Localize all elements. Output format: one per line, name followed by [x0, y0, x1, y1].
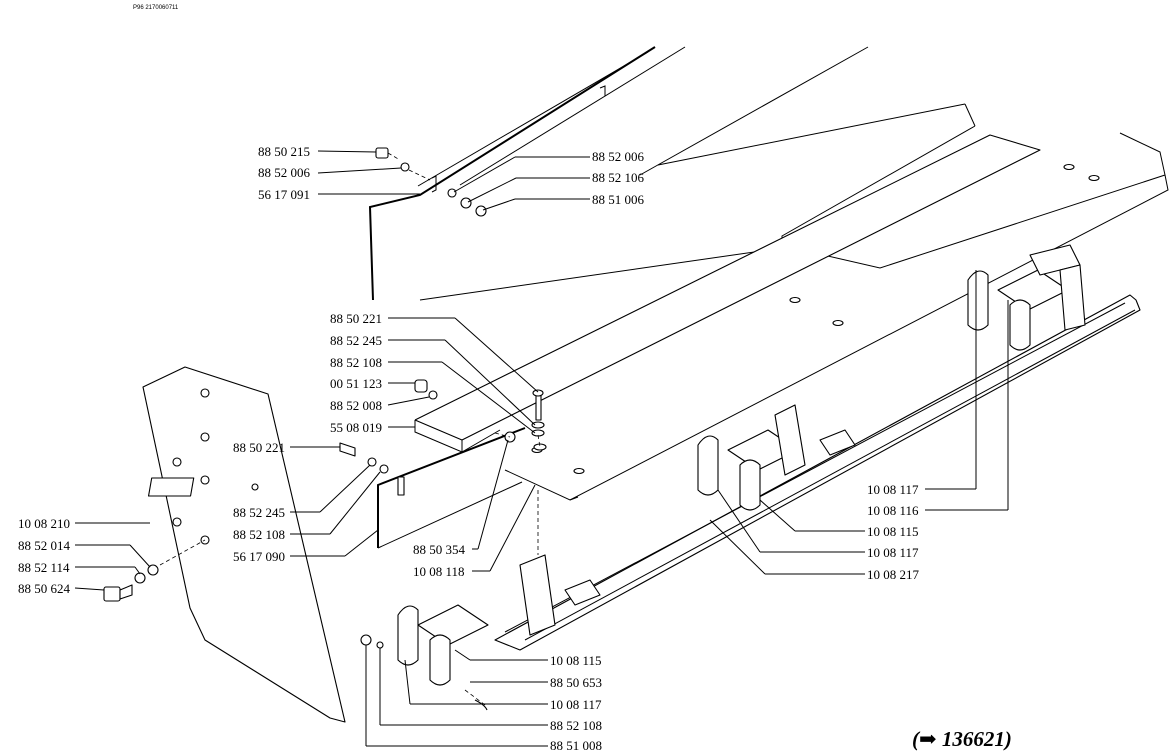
callout-label: 88 52 108	[550, 718, 602, 733]
callout-label: 88 52 108	[330, 355, 382, 370]
callout-labels: 88 50 215 88 52 006 56 17 091 88 52 006 …	[18, 144, 920, 751]
callout-label: 56 17 091	[258, 187, 310, 202]
callout-label: 88 52 008	[330, 398, 382, 413]
channel-profile	[414, 134, 1041, 453]
callout-label: 88 52 106	[592, 170, 645, 185]
callout-label: 88 51 006	[592, 192, 645, 207]
callout-label: 88 52 014	[18, 538, 71, 553]
callout-label: 88 51 008	[550, 738, 602, 751]
callout-label: 88 50 653	[550, 675, 602, 690]
skid-rail	[494, 294, 1141, 651]
clamp-assembly-lower	[397, 604, 489, 711]
callout-label: 88 50 354	[413, 542, 466, 557]
callout-label: 00 51 123	[330, 376, 382, 391]
bracket-plate	[142, 366, 346, 723]
reference-number: (➡ 136621)	[912, 727, 1012, 751]
callout-label: 88 52 245	[233, 505, 285, 520]
lower-panel	[377, 427, 526, 549]
callout-label: 56 17 090	[233, 549, 285, 564]
callout-label: 10 08 217	[867, 567, 920, 582]
callout-label: 10 08 115	[867, 524, 919, 539]
callout-label: 88 50 221	[233, 440, 285, 455]
callout-label: 88 52 245	[330, 333, 382, 348]
callout-label: 88 52 006	[592, 149, 645, 164]
callout-label: 55 08 019	[330, 420, 382, 435]
callout-label: 10 08 116	[867, 503, 919, 518]
callout-label: 10 08 117	[867, 545, 919, 560]
callout-label: 88 52 006	[258, 165, 311, 180]
hardware-parts	[103, 147, 547, 649]
callout-label: 10 08 210	[18, 516, 70, 531]
callout-label: 88 50 221	[330, 311, 382, 326]
callout-label: 88 50 624	[18, 581, 71, 596]
callout-label: 10 08 117	[867, 482, 919, 497]
document-code: P96 2170060711	[133, 5, 179, 11]
clamp-assembly-right	[967, 244, 1086, 351]
callout-label: 88 52 114	[18, 560, 70, 575]
upper-panel	[368, 46, 869, 301]
leader-lines	[74, 150, 1009, 747]
clamp-assembly-middle	[519, 404, 856, 636]
callout-label: 10 08 118	[413, 564, 465, 579]
callout-label: 88 50 215	[258, 144, 310, 159]
callout-label: 88 52 108	[233, 527, 285, 542]
callout-label: 10 08 117	[550, 697, 602, 712]
callout-label: 10 08 115	[550, 653, 602, 668]
